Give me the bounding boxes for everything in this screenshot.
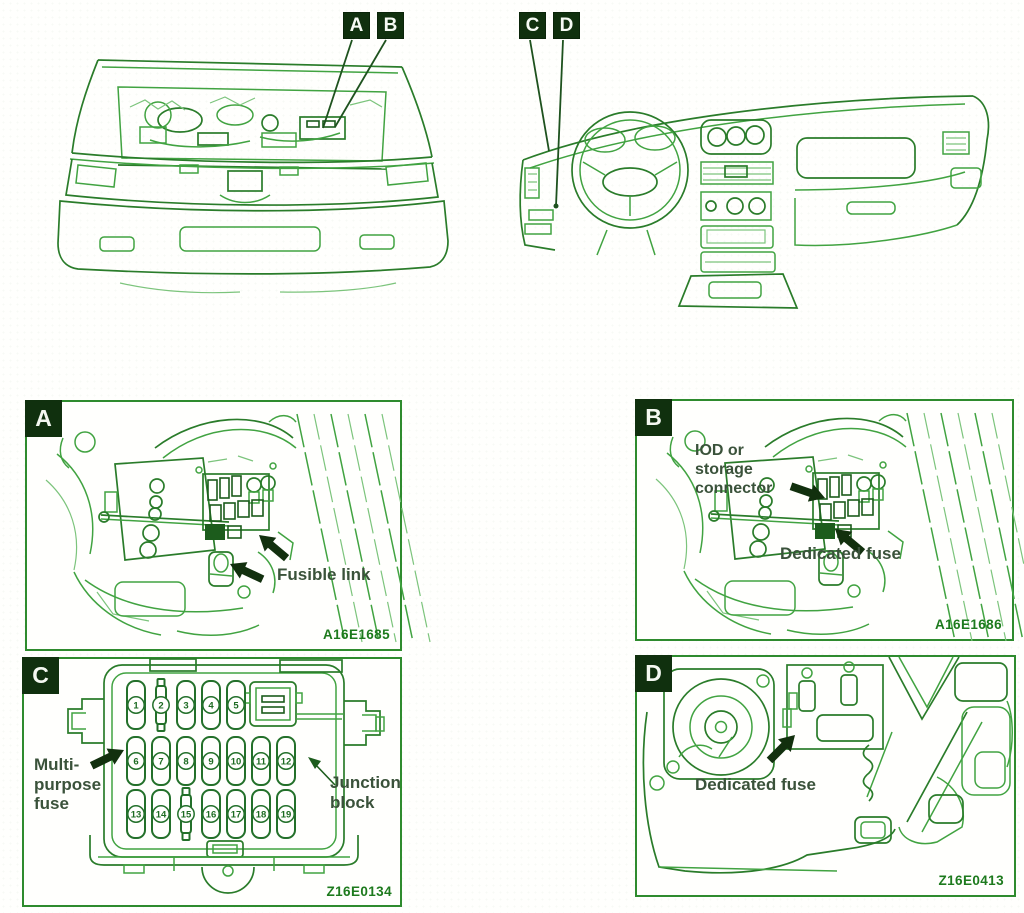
- panel-b-label: B: [635, 399, 672, 436]
- caption-line: storage: [695, 461, 753, 478]
- fuse-number-circle: [152, 805, 170, 823]
- panel-d: D Dedicated fuse Z16E0413: [635, 655, 1016, 897]
- fuse-number-label: 6: [133, 756, 138, 767]
- fusible-link-arrow-1: [253, 528, 293, 566]
- fuse-number-circle: [202, 805, 220, 823]
- caption-line: block: [330, 792, 375, 812]
- panel-d-art: [642, 656, 1013, 874]
- iod-connector-arrow: [788, 477, 828, 507]
- caption-line: Multi-: [34, 755, 80, 774]
- callout-chip-b: B: [377, 12, 404, 39]
- panel-b-caption-iod-connector: IOD or storage connector: [695, 441, 772, 498]
- fuse-number-circle: [277, 752, 295, 770]
- callout-chip-c: C: [519, 12, 546, 39]
- fuse-number-circle: [227, 805, 245, 823]
- fuse-number-label: 8: [183, 756, 188, 767]
- panel-b-caption-dedicated-fuse: Dedicated fuse: [780, 544, 901, 563]
- fuse-number-label: 14: [156, 809, 167, 820]
- fuse-number-label: 13: [131, 809, 142, 820]
- fuse-nub: [181, 787, 191, 796]
- caption-line: IOD or: [695, 442, 744, 459]
- panel-a-art: [45, 413, 431, 643]
- fuse-number-circle: [127, 696, 145, 714]
- junction-block-arrowhead: [308, 757, 321, 769]
- fuse-nub: [156, 723, 166, 732]
- fuse-number-circle: [202, 752, 220, 770]
- caption-line: Junction: [330, 773, 401, 792]
- caption-line: fuse: [34, 794, 69, 813]
- fuse-number-label: 17: [231, 809, 242, 820]
- fuse-number-label: 10: [231, 756, 242, 767]
- panel-b: B IOD or storage connector Dedicated fus…: [635, 399, 1024, 642]
- fuse-number-circle: [127, 805, 145, 823]
- fuse-nub: [181, 832, 191, 841]
- fuse-number-circle: [252, 805, 270, 823]
- panel-c-caption-junction-block: Junction block: [330, 773, 401, 812]
- fuse-number-label: 7: [158, 756, 163, 767]
- fuse-number-circle: [277, 805, 295, 823]
- callout-chip-d: D: [553, 12, 580, 39]
- engine-corner-sketch: [45, 413, 431, 643]
- fuse-number-label: 16: [206, 809, 217, 820]
- panel-d-caption-dedicated-fuse: Dedicated fuse: [695, 775, 816, 794]
- callout-chip-a: A: [343, 12, 370, 39]
- fuse-number-circle: [227, 696, 245, 714]
- panel-c-figure-code: Z16E0134: [326, 884, 392, 899]
- fuse-number-label: 19: [281, 809, 292, 820]
- fuse-number-label: 4: [208, 700, 214, 711]
- panel-a: A Fusible link A16E1685: [25, 400, 431, 651]
- fuse-number-label: 9: [208, 756, 213, 767]
- panel-b-art: [655, 412, 1024, 642]
- panel-d-label: D: [635, 655, 672, 692]
- fuse-number-label: 18: [256, 809, 267, 820]
- fuse-number-label: 5: [233, 700, 239, 711]
- fuse-number-circle: [202, 696, 220, 714]
- panel-a-label: A: [25, 400, 62, 437]
- caption-line: connector: [695, 480, 773, 497]
- panel-c-label: C: [22, 657, 59, 694]
- caption-line: purpose: [34, 774, 102, 794]
- fuse-number-label: 2: [158, 700, 163, 711]
- fuse-number-circle: [227, 752, 245, 770]
- fuse-number-circle: [152, 696, 170, 714]
- junction-block-arrow: [313, 762, 336, 786]
- fuse-number-circle: [127, 752, 145, 770]
- fuse-number-label: 1: [133, 700, 139, 711]
- panel-c-caption-multi-purpose-fuse: Multi- purpose fuse: [34, 755, 101, 814]
- panel-a-figure-code: A16E1685: [322, 627, 390, 642]
- panel-a-caption-fusible-link: Fusible link: [277, 565, 371, 584]
- panel-b-figure-code: A16E1686: [934, 617, 1002, 632]
- fuse-number-circle: [252, 752, 270, 770]
- fuse-number-label: 3: [183, 700, 188, 711]
- dashboard-overview-art: [519, 95, 990, 309]
- fuse-number-circle: [177, 805, 195, 823]
- panel-d-figure-code: Z16E0413: [938, 873, 1004, 888]
- engine-bay-overview-art: [57, 59, 449, 294]
- fuse-number-label: 11: [256, 756, 267, 767]
- fuse-number-circle: [152, 752, 170, 770]
- fuse-nub: [156, 678, 166, 687]
- fuse-number-label: 12: [281, 756, 292, 767]
- fuse-number-circle: [177, 752, 195, 770]
- fuse-number-label: 15: [181, 809, 192, 820]
- fuse-number-circle: [177, 696, 195, 714]
